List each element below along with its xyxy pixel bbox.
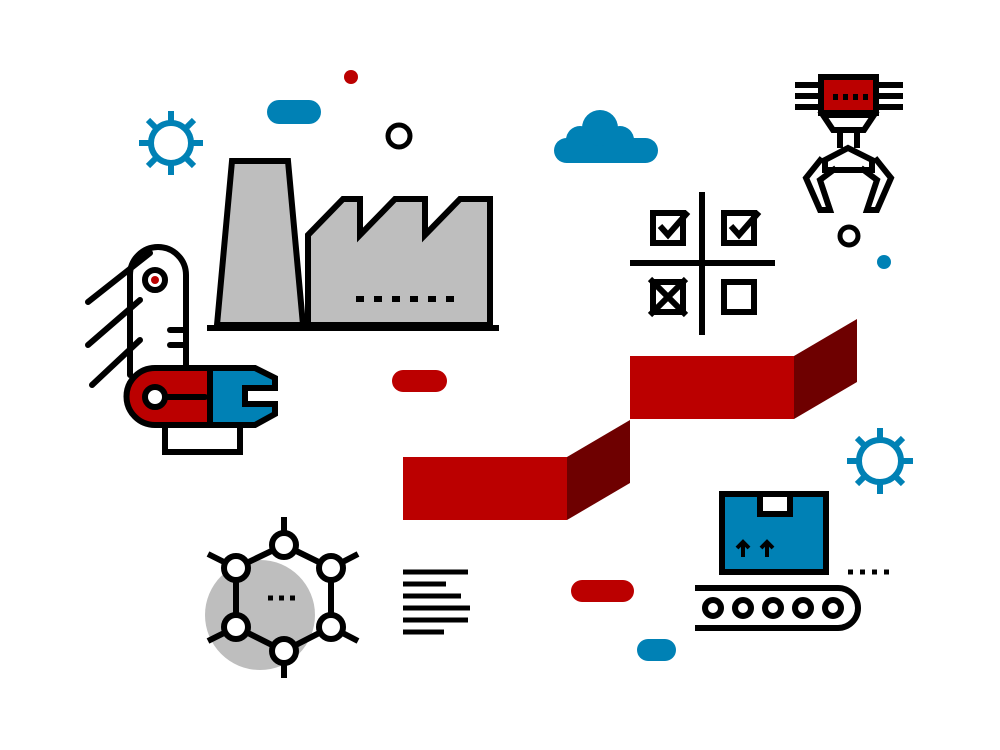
- factory-icon: [207, 158, 499, 331]
- conveyor-belt-icon: [695, 491, 892, 631]
- blue-pill-shape: [637, 639, 676, 661]
- robot-claw-icon: [795, 74, 903, 213]
- red-pill-shape: [571, 580, 634, 602]
- blue-pill-shape: [267, 100, 321, 124]
- gear-icon: [847, 428, 913, 494]
- robot-arm-icon: [85, 244, 278, 455]
- staircase-icon: [403, 319, 857, 520]
- blue-dot: [877, 255, 891, 269]
- molecule-icon: [205, 517, 360, 678]
- red-dot: [344, 70, 358, 84]
- cloud-icon: [554, 110, 658, 163]
- ring-shape: [837, 224, 861, 248]
- text-lines-icon: [403, 569, 470, 635]
- ring-shape: [385, 122, 413, 150]
- checklist-grid-icon: [630, 192, 775, 335]
- red-pill-shape: [392, 370, 447, 392]
- gear-icon: [139, 111, 203, 175]
